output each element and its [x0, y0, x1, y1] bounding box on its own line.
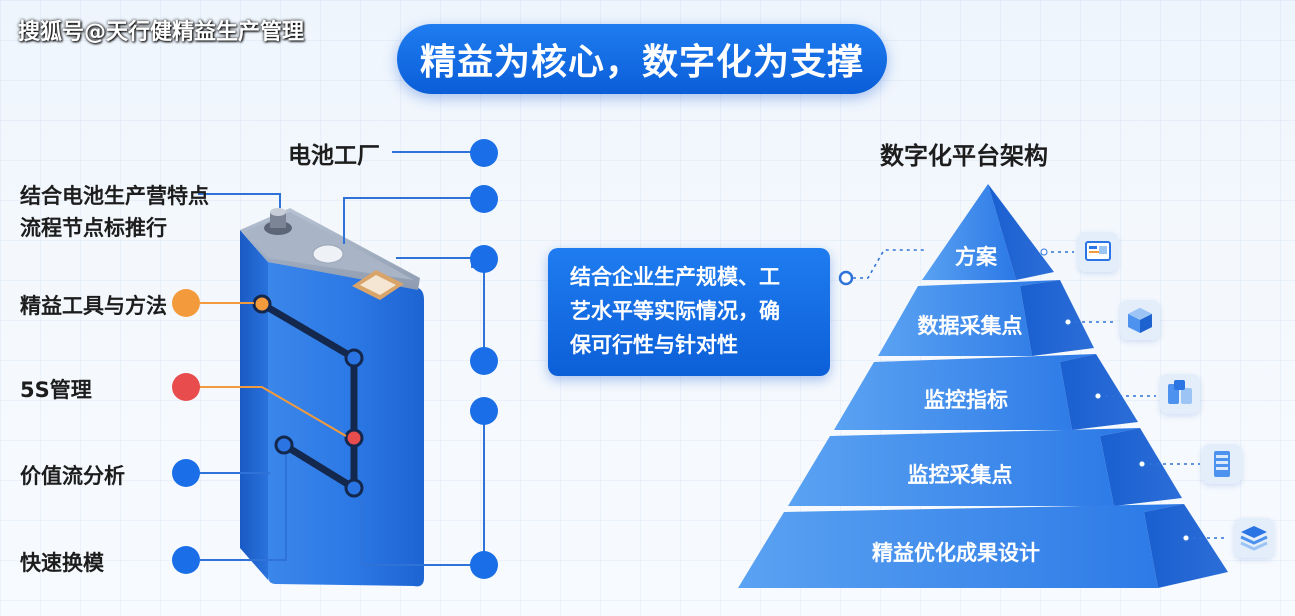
label-flow-line2: 流程节点标推行 — [20, 216, 167, 240]
label-5s: 5S管理 — [20, 378, 92, 402]
callout-anchor-dot — [838, 270, 854, 286]
node-dot-3 — [470, 245, 498, 273]
pyramid-label-2: 数据采集点 — [917, 314, 1023, 338]
battery-vent — [312, 244, 344, 264]
circuit-node-3 — [274, 435, 294, 455]
layers-icon — [1234, 518, 1274, 558]
pyramid-layer-1 — [922, 184, 1054, 280]
label-value-stream: 价值流分析 — [20, 464, 125, 488]
leader-dot-2 — [1064, 318, 1072, 326]
circuit-node-red — [344, 428, 364, 448]
pyramid-title: 数字化平台架构 — [880, 142, 1048, 170]
page-title: 精益为核心，数字化为支撑 — [419, 42, 864, 83]
cube-icon — [1120, 300, 1160, 340]
node-dot-2 — [470, 185, 498, 213]
dot-blue-2 — [172, 546, 200, 574]
circuit-node-2 — [344, 478, 364, 498]
pyramid-label-4: 监控采集点 — [907, 463, 1013, 487]
left-connectors — [198, 193, 347, 561]
battery-front-face — [268, 262, 424, 587]
pyramid-layer-2 — [878, 280, 1094, 356]
leader-dot-1 — [1040, 248, 1048, 256]
battery-terminal-negative — [264, 208, 292, 235]
label-lean-tools: 精益工具与方法 — [20, 294, 167, 318]
circuit-node-1 — [344, 348, 364, 368]
dashboard-icon — [1078, 232, 1118, 272]
battery-heading: 电池工厂 — [288, 143, 380, 169]
pyramid-layer-5 — [738, 504, 1228, 588]
node-dot-6 — [470, 551, 498, 579]
callout-line2: 艺水平等实际情况，确 — [570, 299, 780, 323]
leader-dot-4 — [1138, 460, 1146, 468]
callout-line1: 结合企业生产规模、工 — [570, 265, 780, 289]
callout-box: 结合企业生产规模、工 艺水平等实际情况，确 保可行性与针对性 — [548, 248, 830, 376]
label-smed: 快速换模 — [20, 551, 104, 575]
leader-dot-5 — [1182, 534, 1190, 542]
pyramid-label-5: 精益优化成果设计 — [872, 541, 1040, 565]
battery-terminal-positive — [352, 270, 404, 300]
pyramid-layer-3 — [834, 354, 1138, 430]
dot-red — [172, 373, 200, 401]
callout-line3: 保可行性与针对性 — [570, 333, 738, 357]
pyramid-label-3: 监控指标 — [924, 388, 1008, 412]
label-flow-line1: 结合电池生产营特点 — [20, 184, 209, 208]
battery-side-face — [240, 230, 268, 580]
right-connectors — [343, 151, 485, 566]
node-dot-4 — [470, 347, 498, 375]
dot-orange — [172, 289, 200, 317]
title-banner: 精益为核心，数字化为支撑 — [397, 24, 887, 94]
database-icon — [1160, 374, 1200, 414]
server-icon — [1202, 444, 1242, 484]
leader-dot-3 — [1094, 392, 1102, 400]
watermark: 搜狐号@天行健精益生产管理 — [18, 20, 305, 45]
node-dot-5 — [470, 397, 498, 425]
pyramid-label-1: 方案 — [955, 245, 997, 269]
node-dot-1 — [470, 139, 498, 167]
pyramid-leaders — [846, 249, 1228, 539]
dot-blue-1 — [172, 459, 200, 487]
